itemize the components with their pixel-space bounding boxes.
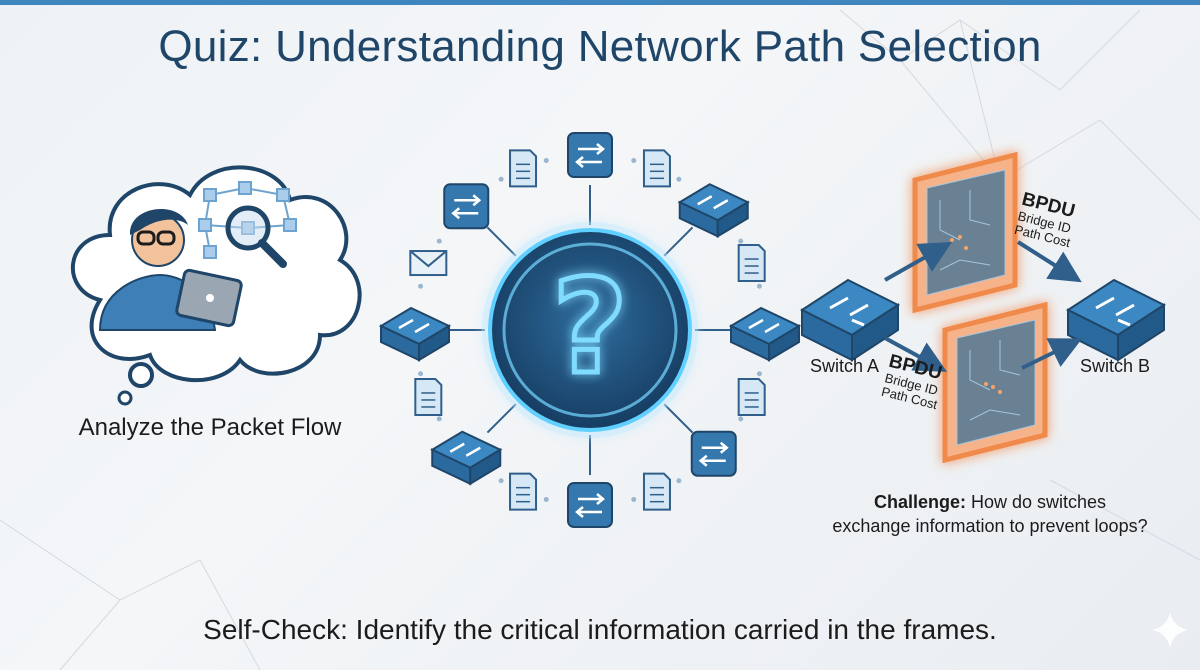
- ring-dot: [498, 478, 504, 484]
- question-orb: [482, 222, 698, 438]
- exchange-icon: [443, 183, 490, 230]
- top-accent-bar: [0, 0, 1200, 5]
- document-icon: [737, 377, 766, 416]
- sparkle-icon: [1152, 612, 1188, 648]
- question-mark-icon: ?: [552, 251, 627, 403]
- network-hub-diagram: ?: [378, 132, 802, 528]
- ring-dot: [738, 238, 744, 244]
- switch-icon: [430, 430, 503, 486]
- switch-b-label: Switch B: [1080, 356, 1151, 376]
- thought-bubble-illustration: [71, 165, 362, 406]
- exchange-icon: [567, 132, 613, 178]
- page-title: Quiz: Understanding Network Path Selecti…: [158, 22, 1042, 71]
- analyze-caption: Analyze the Packet Flow: [78, 414, 342, 441]
- ring-dot: [436, 416, 442, 422]
- person-with-tablet-icon: [98, 208, 243, 331]
- spoke-line: [663, 403, 694, 434]
- ring-dot: [676, 478, 682, 484]
- ring-dot: [543, 496, 549, 502]
- magnifier-icon: [225, 205, 287, 268]
- envelope-icon: [409, 250, 448, 277]
- document-icon: [642, 472, 671, 511]
- flow-arrows: [884, 240, 1083, 372]
- challenge-prefix: Challenge:: [873, 492, 966, 512]
- ring-dot: [631, 496, 637, 502]
- document-icon: [414, 377, 443, 416]
- spoke-line: [486, 226, 517, 257]
- switch-icon: [378, 306, 452, 362]
- ring-dot: [756, 283, 762, 289]
- document-icon: [509, 149, 538, 188]
- switch-icon: [677, 183, 750, 239]
- ring-dot: [498, 176, 504, 182]
- ring-dot: [418, 371, 424, 377]
- bpdu-exchange-diagram: [799, 151, 1167, 464]
- document-icon: [509, 472, 538, 511]
- ring-dot: [436, 238, 442, 244]
- ring-dot: [418, 283, 424, 289]
- switch-a-label: Switch A: [810, 356, 880, 376]
- switch-b-icon: [1065, 278, 1167, 362]
- ring-dot: [543, 158, 549, 164]
- spoke-line: [486, 403, 517, 434]
- exchange-icon: [567, 482, 613, 528]
- challenge-line2: exchange information to prevent loops?: [832, 516, 1148, 537]
- spoke-line: [663, 226, 694, 257]
- exchange-icon: [690, 430, 737, 477]
- self-check-prompt: Self-Check: Identify the critical inform…: [203, 614, 997, 645]
- switch-icon: [728, 306, 802, 362]
- document-icon: [737, 244, 766, 283]
- switch-a-icon: [799, 278, 901, 362]
- network-graph-icon: [198, 181, 297, 259]
- ring-dot: [676, 176, 682, 182]
- ring-dot: [631, 158, 637, 164]
- bpdu-frame-top: [912, 151, 1018, 314]
- document-icon: [642, 149, 671, 188]
- ring-dot: [756, 371, 762, 377]
- challenge-line1: How do switches: [970, 492, 1107, 512]
- bpdu-frame-bottom: [942, 301, 1048, 464]
- challenge-question: Challenge: How do switches exchange info…: [780, 490, 1200, 539]
- ring-dot: [738, 416, 744, 422]
